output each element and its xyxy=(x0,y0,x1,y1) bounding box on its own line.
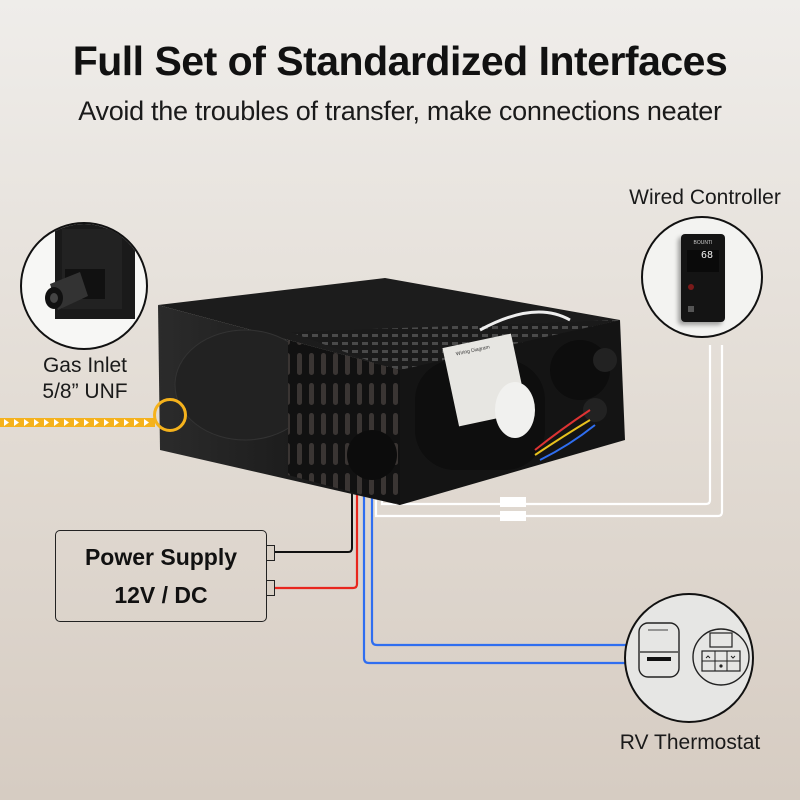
power-supply-box: Power Supply 12V / DC xyxy=(55,530,267,622)
gas-inlet-label: Gas Inlet 5/8” UNF xyxy=(18,353,152,405)
gas-inlet-spec: 5/8” UNF xyxy=(42,380,128,403)
power-supply-voltage: 12V / DC xyxy=(114,582,208,608)
wired-controller-zoom-circle: BOUNTI 68 xyxy=(641,216,763,338)
page-subtitle: Avoid the troubles of transfer, make con… xyxy=(78,96,722,126)
page-title: Full Set of Standardized Interfaces xyxy=(72,38,728,84)
gas-inlet-highlight-ring xyxy=(153,398,187,432)
wall-controller-icon: BOUNTI 68 xyxy=(681,234,725,322)
power-button-icon xyxy=(688,284,694,290)
rv-thermostat-label: RV Thermostat xyxy=(619,731,761,754)
gas-inlet-zoom-circle xyxy=(20,222,148,350)
thermostat-icon xyxy=(638,622,750,686)
power-connector-positive xyxy=(266,580,275,596)
power-supply-title: Power Supply xyxy=(84,544,238,570)
controller-brand: BOUNTI xyxy=(693,240,713,246)
rv-thermostat-circle xyxy=(624,593,754,723)
controller-wires xyxy=(374,345,724,518)
controller-temp-display: 68 xyxy=(701,250,714,261)
power-connector-negative xyxy=(266,545,275,561)
wired-controller-label: Wired Controller xyxy=(629,186,781,209)
gas-line xyxy=(0,418,155,427)
fan-button-icon xyxy=(688,306,694,312)
gas-fitting-icon xyxy=(45,224,135,319)
gas-inlet-title: Gas Inlet xyxy=(42,354,128,377)
heater-unit-image: Wiring Diagram xyxy=(158,278,625,505)
